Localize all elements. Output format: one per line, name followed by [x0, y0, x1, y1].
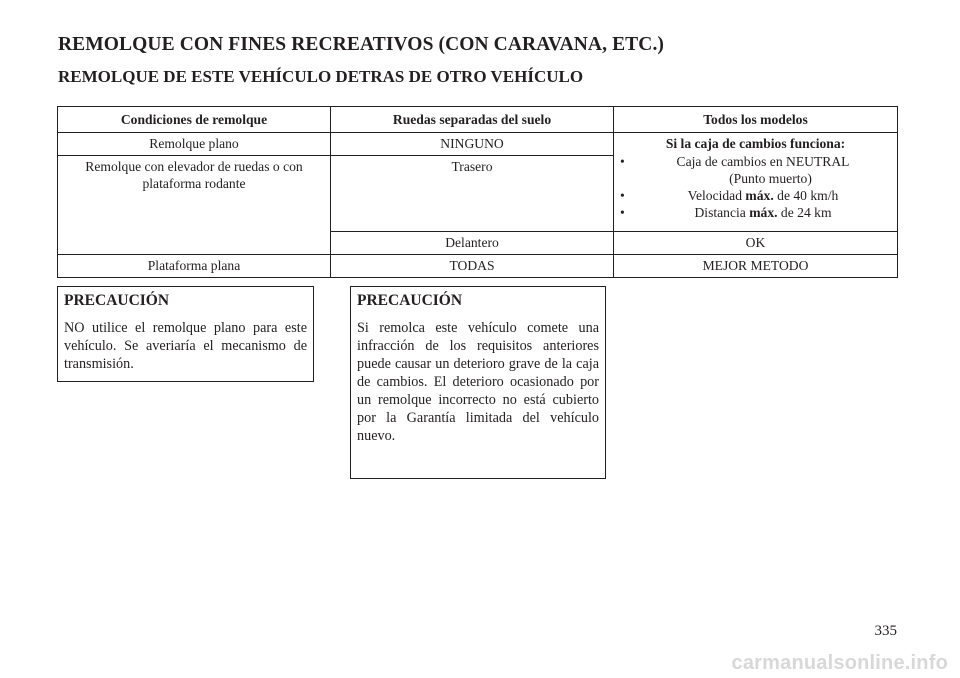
list-item: Caja de cambios en NEUTRAL (Punto muerto… — [618, 153, 893, 187]
conditions-list: Caja de cambios en NEUTRAL (Punto muerto… — [618, 153, 893, 221]
cell-condition: Plataforma plana — [57, 254, 331, 278]
cell-condition: Remolque plano — [57, 132, 331, 156]
table-row: Remolque con elevador de ruedas o con pl… — [57, 155, 898, 255]
table-row: Delantero OK — [58, 231, 898, 255]
conditions-title: Si la caja de cambios funciona: — [665, 136, 846, 151]
caution-text: NO utilice el remolque plano para este v… — [64, 320, 307, 372]
header-conditions: Condiciones de remolque — [57, 106, 331, 133]
condition-distance-post: de 24 km — [777, 205, 832, 220]
table-header-row: Condiciones de remolque Ruedas separadas… — [57, 106, 898, 133]
towing-table: Condiciones de remolque Ruedas separadas… — [57, 106, 898, 278]
header-models: Todos los modelos — [613, 106, 898, 133]
cell-wheels: Delantero — [330, 231, 614, 255]
page-number: 335 — [874, 623, 898, 639]
condition-distance-bold: máx. — [749, 205, 778, 220]
list-item: Velocidad máx. de 40 km/h — [618, 187, 893, 204]
watermark-text: carmanualsonline.info — [731, 652, 948, 674]
table-row: Plataforma plana TODAS MEJOR METODO — [57, 254, 898, 278]
caution-title: PRECAUCIÓN — [357, 292, 463, 309]
condition-neutral: Caja de cambios en NEUTRAL — [676, 154, 850, 169]
condition-speed-bold: máx. — [745, 188, 774, 203]
header-wheels: Ruedas separadas del suelo — [330, 106, 614, 133]
condition-speed-pre: Velocidad — [687, 188, 746, 203]
cell-wheels: TODAS — [330, 254, 614, 278]
page-title: REMOLQUE CON FINES RECREATIVOS (CON CARA… — [58, 34, 665, 55]
condition-speed-post: de 40 km/h — [773, 188, 839, 203]
cell-wheels: NINGUNO — [330, 132, 614, 156]
cell-condition: Remolque con elevador de ruedas o con pl… — [57, 155, 331, 255]
caution-box-requirements: PRECAUCIÓN Si remolca este vehículo come… — [350, 286, 606, 479]
table-row: Remolque plano NINGUNO Si la caja de cam… — [57, 132, 898, 232]
condition-distance-pre: Distancia — [694, 205, 750, 220]
cell-wheels: Trasero — [330, 155, 614, 232]
caution-text: Si remolca este vehículo comete una infr… — [357, 320, 599, 444]
caution-title: PRECAUCIÓN — [64, 292, 170, 309]
cell-transmission-conditions: Si la caja de cambios funciona: Caja de … — [613, 132, 898, 232]
caution-box-flat-tow: PRECAUCIÓN NO utilice el remolque plano … — [57, 286, 314, 382]
list-item: Distancia máx. de 24 km — [618, 204, 893, 221]
cell-result: OK — [613, 231, 898, 255]
section-subtitle: REMOLQUE DE ESTE VEHÍCULO DETRAS DE OTRO… — [58, 67, 584, 86]
cell-result: MEJOR METODO — [613, 254, 898, 278]
condition-neutral-sub: (Punto muerto) — [729, 171, 812, 186]
